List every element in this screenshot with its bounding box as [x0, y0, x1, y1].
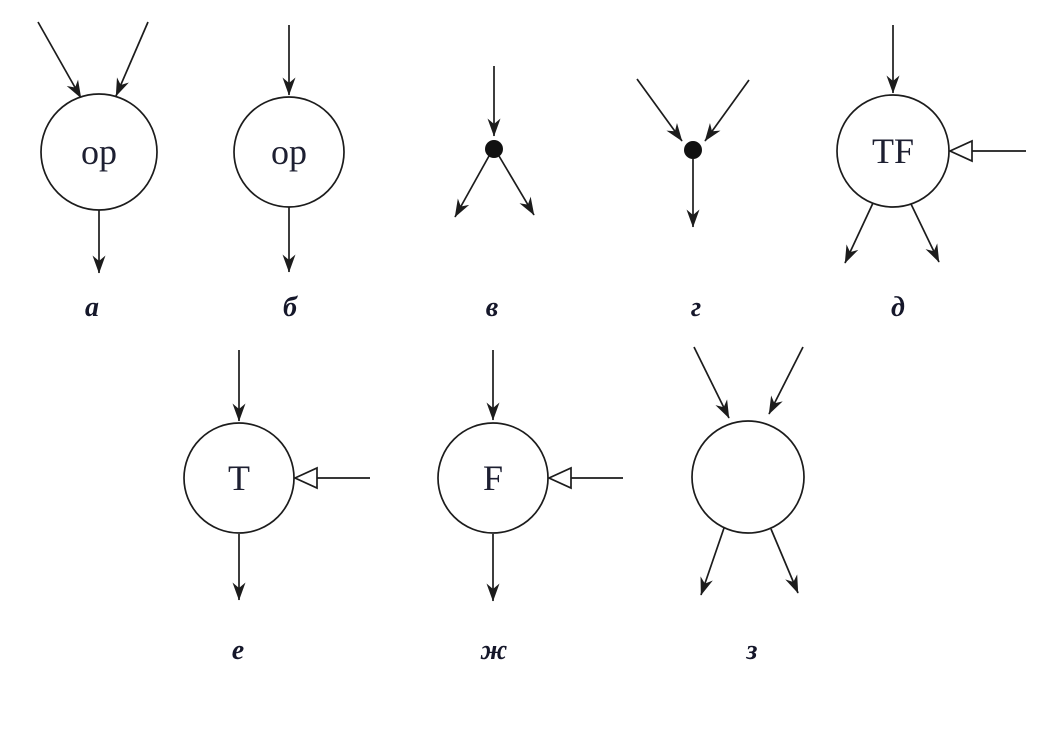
- output-arrow: [910, 203, 940, 263]
- diagram-v: в: [454, 66, 535, 323]
- input-arrow: [37, 21, 82, 99]
- node-label: op: [81, 132, 117, 172]
- empty-node-circle: [691, 420, 805, 534]
- copy-dot: [485, 140, 503, 158]
- output-arrow: [700, 527, 725, 596]
- output-arrow: [844, 202, 874, 264]
- diagram-e: T е: [183, 350, 370, 666]
- caption-g: г: [691, 292, 701, 323]
- input-arrow: [115, 21, 149, 97]
- caption-z: з: [746, 635, 758, 666]
- diagram-d: TF д: [836, 25, 1026, 323]
- control-arrowhead: [546, 466, 572, 490]
- input-arrow: [768, 346, 804, 415]
- node-label: TF: [872, 131, 914, 171]
- diagram-b: op б: [233, 25, 345, 323]
- node-label: T: [228, 458, 250, 498]
- diagram-zh: F ж: [437, 350, 623, 666]
- output-arrow: [770, 528, 799, 594]
- diagram-a: op а: [37, 21, 158, 323]
- caption-e: е: [232, 635, 244, 666]
- output-arrow: [454, 155, 490, 218]
- merge-dot: [684, 141, 702, 159]
- input-arrow: [693, 346, 730, 419]
- control-arrowhead: [947, 139, 973, 163]
- caption-v: в: [486, 292, 499, 323]
- input-arrow: [636, 78, 683, 142]
- output-arrow: [498, 155, 535, 216]
- input-arrow: [704, 79, 750, 142]
- diagram-z: з: [691, 346, 805, 666]
- caption-d: д: [891, 292, 905, 323]
- node-label: op: [271, 132, 307, 172]
- control-arrowhead: [292, 466, 318, 490]
- diagram-g: г: [636, 78, 750, 323]
- caption-a: а: [85, 292, 99, 323]
- caption-zh: ж: [480, 635, 508, 666]
- caption-b: б: [283, 292, 298, 323]
- node-label: F: [483, 458, 503, 498]
